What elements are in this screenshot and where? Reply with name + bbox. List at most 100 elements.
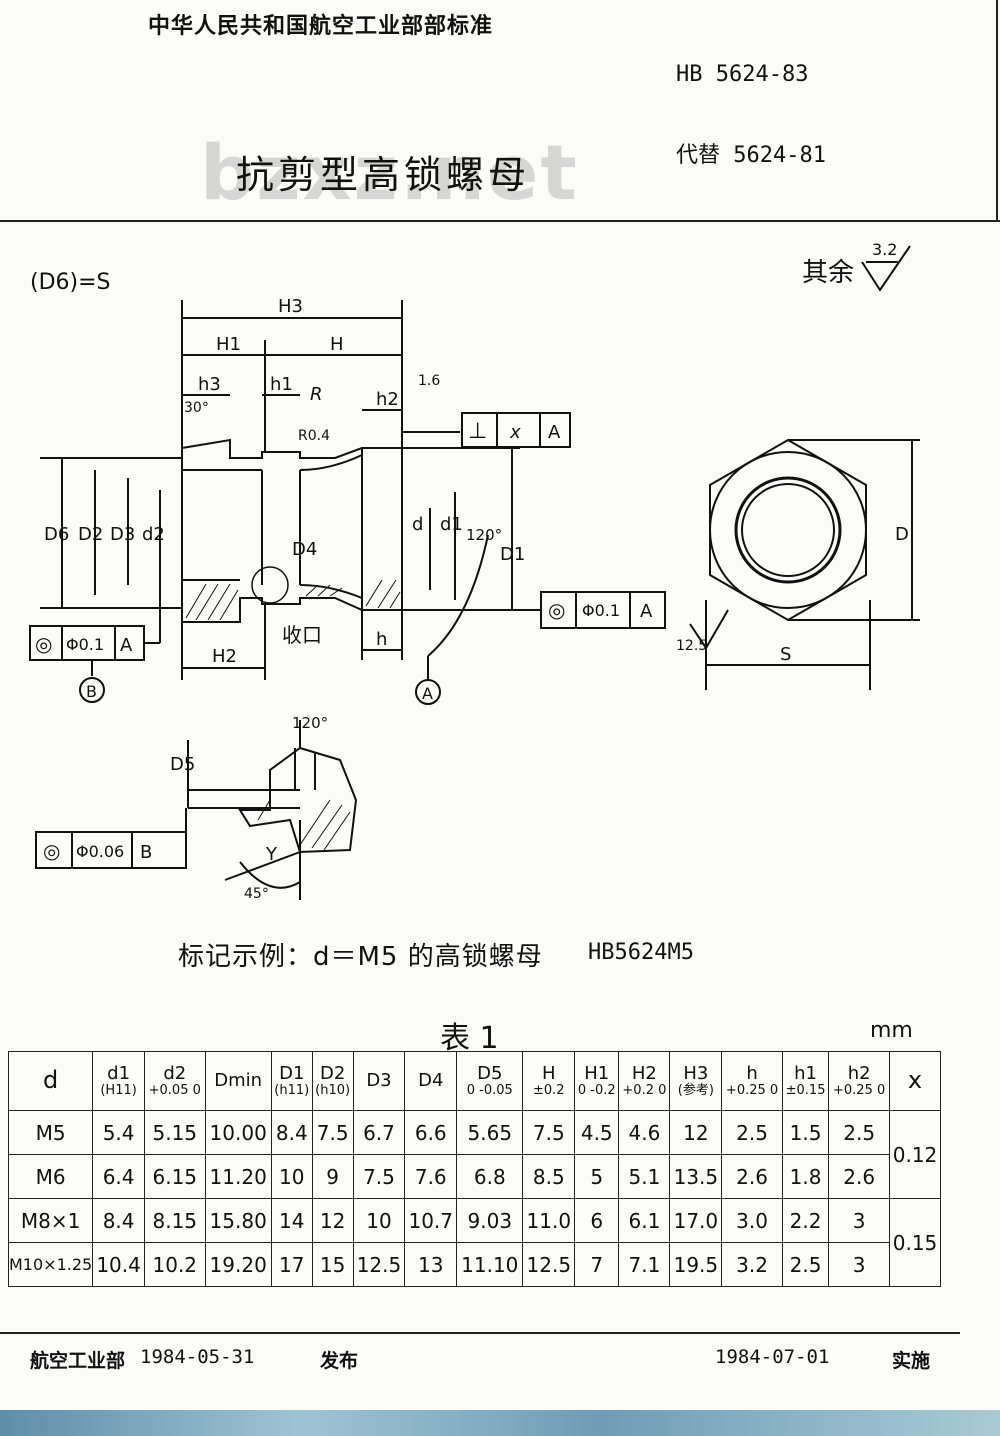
right-margin-line [996, 0, 998, 222]
table-cell: 5.1 [618, 1154, 671, 1199]
tolerance-datum-a1: A [548, 422, 561, 443]
dim-label-d1-upper: D1 [500, 544, 525, 565]
table-cell: 6.6 [404, 1110, 458, 1155]
dim-label-d6: D6 [44, 524, 69, 545]
table-cell: 15 [311, 1242, 354, 1287]
col-header: D4 [404, 1051, 458, 1111]
dim-label-rough125: 12.5 [676, 638, 707, 654]
footer-issue-date: 1984-05-31 [140, 1346, 255, 1368]
table-caption: 表 1 [440, 1021, 499, 1056]
table-cell: 6.8 [456, 1154, 524, 1199]
table-cell: 12.5 [522, 1242, 576, 1287]
tolerance-datum-a3: A [120, 635, 133, 656]
dim-label-h: H [330, 334, 344, 355]
col-header: H±0.2 [522, 1051, 576, 1111]
marking-example-label: 标记示例：d＝M5 的高锁螺母 [178, 942, 543, 972]
table-cell: 10.7 [404, 1198, 458, 1243]
table-cell: 7.5 [311, 1110, 354, 1155]
footer-effective-label: 实施 [892, 1350, 931, 1372]
table-cell: 10 [270, 1154, 313, 1199]
roughness-symbol-icon [861, 245, 911, 292]
table-cell: 2.6 [721, 1154, 783, 1199]
table-cell: 1.8 [781, 1154, 830, 1199]
dim-label-r: R [310, 384, 323, 405]
table-cell: 2.5 [721, 1110, 783, 1155]
table-cell: 6.4 [92, 1154, 145, 1199]
table-cell: 17.0 [669, 1198, 723, 1243]
table-unit: mm [870, 1018, 913, 1043]
dim-label-h2-small: h2 [376, 389, 399, 410]
tolerance-value-phi01-right: Φ0.1 [582, 601, 620, 620]
col-header: d [7, 1051, 94, 1111]
table-cell-x: 0.15 [889, 1198, 941, 1287]
concentricity-icon: ◎ [35, 632, 52, 656]
col-header: H3(参考) [669, 1051, 723, 1111]
concentricity-icon: ◎ [43, 839, 60, 863]
table-header-row: d d1(H11) d2+0.05 0 Dmin D1(h11) D2(h10)… [7, 1051, 941, 1111]
col-header: Dmin [204, 1051, 272, 1111]
table-cell: 2.5 [781, 1242, 830, 1287]
standard-number: HB 5624-83 [676, 62, 809, 87]
table-row: M6 6.4 6.15 11.20 10 9 7.5 7.6 6.8 8.5 5… [7, 1154, 941, 1199]
table-cell: 3 [828, 1242, 890, 1287]
table-cell: 6 [574, 1198, 620, 1243]
table-cell: 1.5 [781, 1110, 830, 1155]
dim-label-h1-small: h1 [270, 374, 293, 395]
dim-label-angle45: 45° [244, 886, 269, 902]
dim-label-d2-upper: D2 [78, 524, 103, 545]
table-cell: 6.15 [143, 1154, 206, 1199]
table-cell: 6.1 [618, 1198, 671, 1243]
d6-equals-s-note: (D6)=S [30, 270, 111, 295]
table-cell: 11.0 [522, 1198, 576, 1243]
footer-effective-date: 1984-07-01 [715, 1346, 830, 1368]
nut-section-outline [181, 438, 403, 623]
table-cell: M10×1.25 [7, 1242, 94, 1287]
dim-label-angle30: 30° [184, 400, 209, 416]
table-row: M10×1.25 10.4 10.2 19.20 17 15 12.5 13 1… [7, 1242, 941, 1287]
footer-divider [0, 1332, 960, 1334]
dim-label-s: S [780, 644, 791, 665]
table-cell: 7 [574, 1242, 620, 1287]
table-cell: 5.15 [143, 1110, 206, 1155]
table-cell: 7.5 [352, 1154, 406, 1199]
table-cell: 9 [311, 1154, 354, 1199]
dim-label-angle120-detail: 120° [292, 714, 328, 732]
dim-label-h3-small: h3 [198, 374, 221, 395]
table-cell: 2.2 [781, 1198, 830, 1243]
footer-issue-label: 发布 [320, 1350, 359, 1372]
table-cell: 11.10 [456, 1242, 524, 1287]
table-cell: 15.80 [204, 1198, 272, 1243]
table-cell: 17 [270, 1242, 313, 1287]
table-cell: 10.4 [92, 1242, 145, 1287]
tolerance-datum-b: B [140, 842, 152, 863]
table-cell: M6 [7, 1154, 94, 1199]
col-header: h2+0.25 0 [828, 1051, 890, 1111]
perpendicularity-icon: ⊥ [468, 419, 487, 444]
table-cell: 7.5 [522, 1110, 576, 1155]
col-header: h+0.25 0 [721, 1051, 783, 1111]
datum-b-label: B [86, 682, 97, 701]
roughness-rest-label: 其余 [802, 258, 855, 288]
detail-section-outline [238, 746, 358, 854]
dim-label-d4: D4 [292, 539, 317, 560]
table-cell: 10.00 [204, 1110, 272, 1155]
dim-label-h2: H2 [212, 646, 237, 667]
table-cell: 13 [404, 1242, 458, 1287]
table-cell: 4.6 [618, 1110, 671, 1155]
table-cell: 4.5 [574, 1110, 620, 1155]
table-cell: 2.5 [828, 1110, 890, 1155]
table-cell: M8×1 [7, 1198, 94, 1243]
marking-example-code: HB5624M5 [588, 940, 694, 965]
table-cell: 11.20 [204, 1154, 272, 1199]
dimension-table: d d1(H11) d2+0.05 0 Dmin D1(h11) D2(h10)… [7, 1051, 941, 1287]
tolerance-value-phi01-left: Φ0.1 [66, 635, 104, 654]
col-header: h1±0.15 [781, 1051, 830, 1111]
dim-label-rough16: 1.6 [418, 373, 440, 389]
table-cell: 8.5 [522, 1154, 576, 1199]
table-cell: 10.2 [143, 1242, 206, 1287]
table-cell: 8.4 [270, 1110, 313, 1155]
table-cell: 12.5 [352, 1242, 406, 1287]
table-cell: 12 [669, 1110, 723, 1155]
table-cell: 14 [270, 1198, 313, 1243]
